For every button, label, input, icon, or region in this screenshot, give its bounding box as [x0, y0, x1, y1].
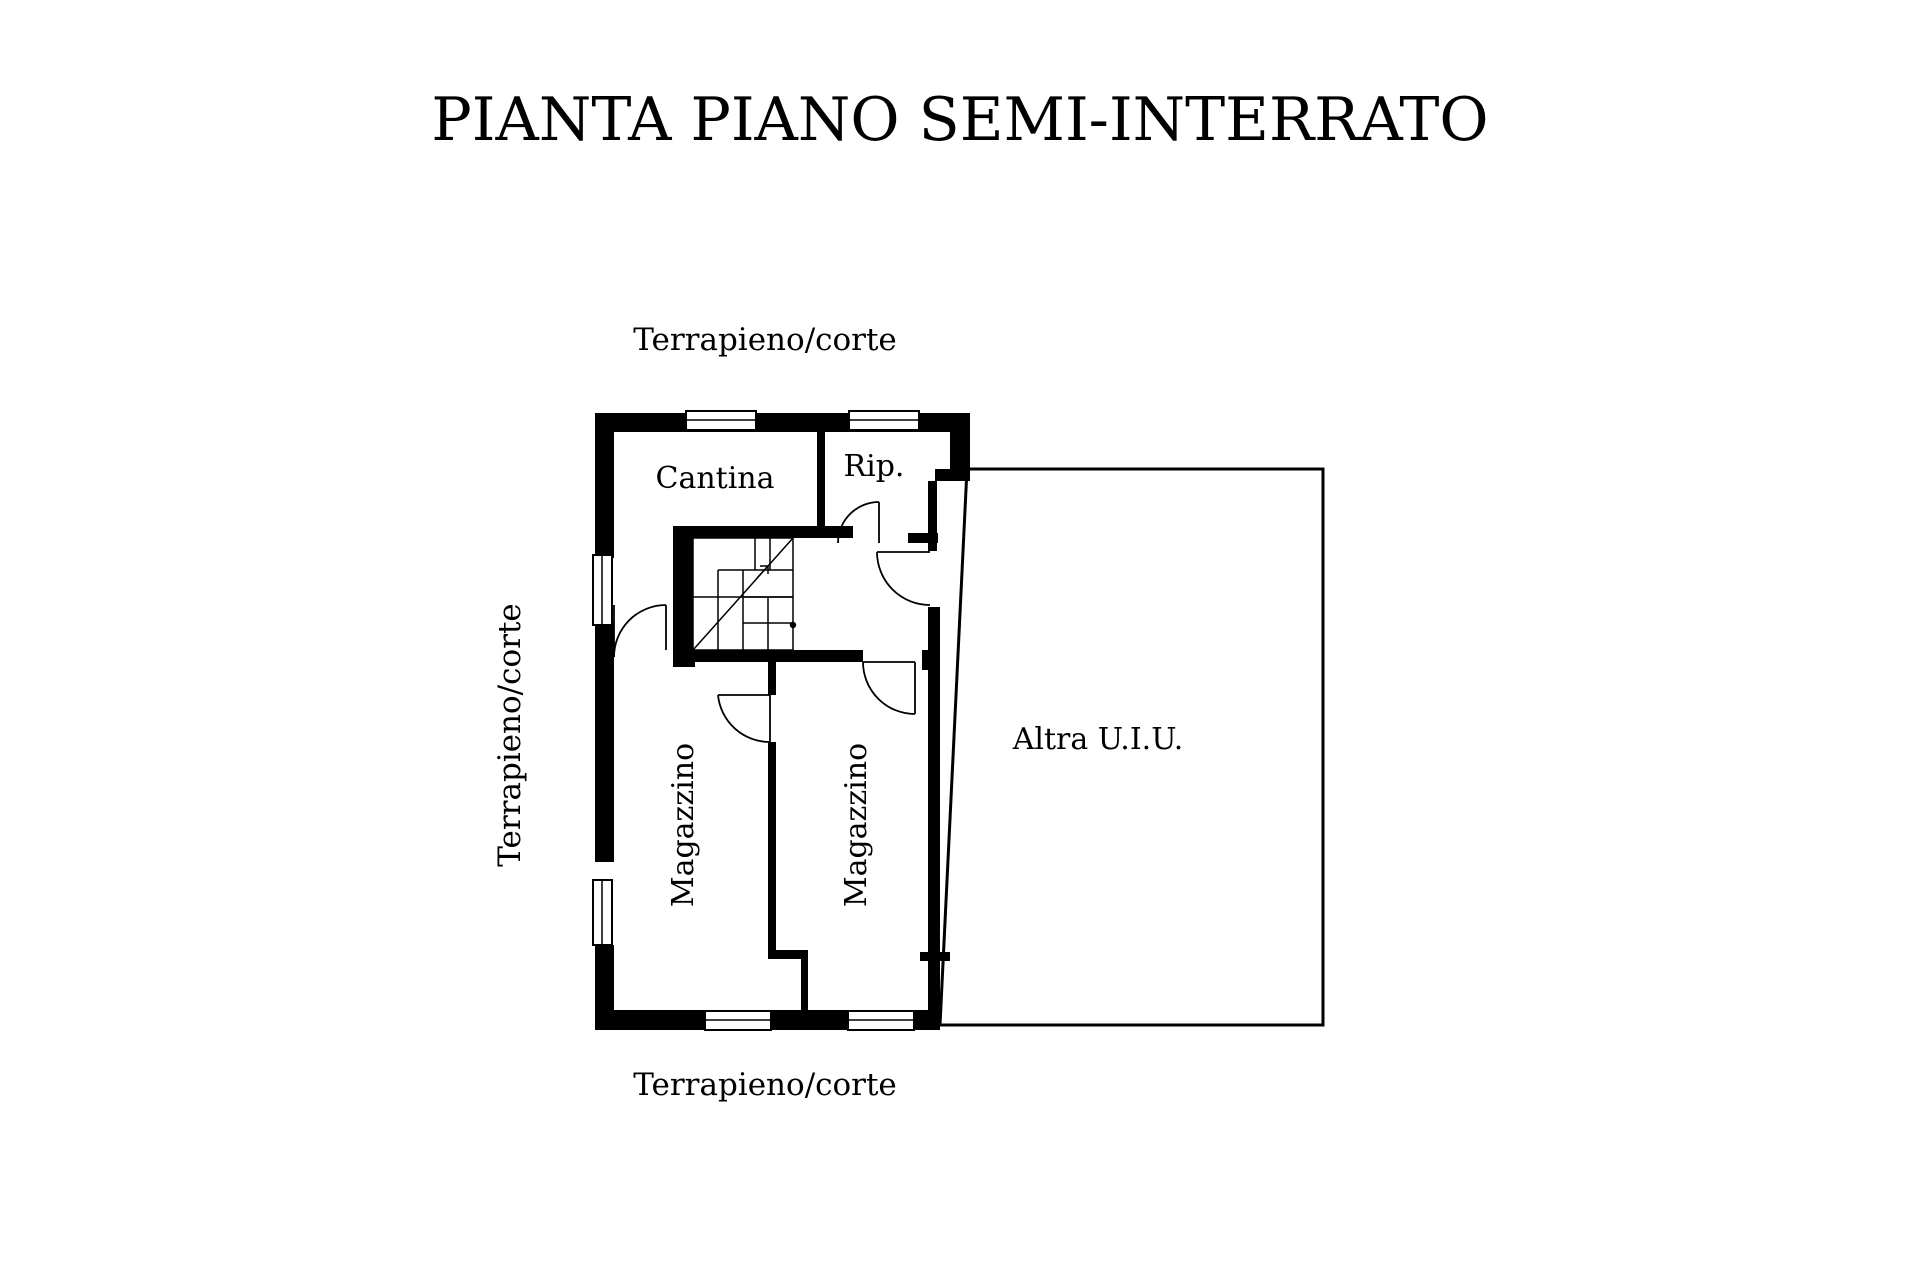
wall-door-stub: [922, 650, 932, 670]
wall-stair-left: [673, 526, 693, 666]
wall-stair-top: [673, 526, 853, 538]
label-bottom-surrounding: Terrapieno/corte: [633, 1067, 897, 1103]
label-left-surrounding: Terrapieno/corte: [492, 603, 528, 867]
wall-rip-bottom: [908, 533, 938, 543]
plan-title: PIANTA PIANO SEMI-INTERRATO: [431, 85, 1488, 155]
wall-left-1: [595, 413, 614, 558]
interior-walls: [673, 430, 950, 1012]
wall-right-upper: [950, 413, 970, 469]
room-label-magazzino-right: Magazzino: [839, 743, 874, 907]
label-top-surrounding: Terrapieno/corte: [633, 322, 897, 358]
door-landing: [876, 551, 931, 606]
wall-magazzini-foot: [768, 950, 808, 959]
wall-right-lower: [928, 607, 940, 1027]
wall-right-step: [935, 469, 970, 481]
wall-left-3: [595, 945, 614, 1030]
room-label-magazzino-left: Magazzino: [666, 743, 701, 907]
door-left-hall: [613, 604, 667, 658]
wall-right-rip: [928, 481, 937, 551]
room-label-rip: Rip.: [844, 449, 905, 484]
window-glazing: [601, 419, 919, 1021]
wall-cantina-rip: [817, 430, 825, 526]
stair-arrow-icon: [756, 565, 769, 579]
wall-magazzini-divider: [768, 742, 776, 957]
exterior-walls: [595, 413, 970, 1030]
wall-stair-corner: [673, 655, 695, 667]
windows: [592, 410, 920, 1031]
door-magazzino-right: [862, 661, 916, 715]
room-label-cantina: Cantina: [655, 461, 774, 496]
wall-left-2: [595, 622, 614, 862]
wall-magazzini-bottom: [801, 950, 808, 1012]
door-magazzino-left: [717, 694, 771, 743]
door-rip: [837, 501, 880, 544]
wall-magazzini-top: [768, 660, 776, 695]
other-unit-outline: [938, 467, 1325, 1027]
staircase: [692, 537, 797, 651]
wall-stair-bottom: [693, 650, 863, 662]
wall-right-tick: [920, 952, 950, 961]
doors: [613, 501, 931, 743]
room-label-other-unit: Altra U.I.U.: [1012, 722, 1184, 757]
